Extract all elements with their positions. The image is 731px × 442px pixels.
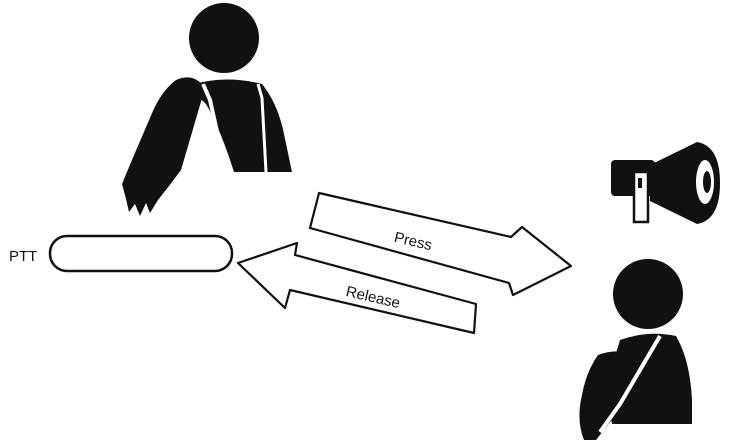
ptt-button-group: PTT (9, 234, 234, 273)
ptt-label: PTT (9, 248, 37, 265)
listener-figure (579, 259, 692, 440)
megaphone-icon (611, 142, 720, 224)
talker-arm (122, 77, 205, 216)
listener-arm (579, 338, 660, 440)
press-arrow: Press (308, 191, 573, 297)
megaphone-bracket (632, 170, 650, 224)
talker-shoulder-outline (256, 83, 268, 173)
release-arrow-shape (236, 241, 478, 335)
press-arrow-shape (308, 191, 573, 297)
megaphone-bracket-slot (638, 178, 642, 188)
listener-arm-outline (598, 334, 662, 434)
megaphone-mouth-inner (703, 171, 711, 193)
talker-head (189, 3, 259, 73)
talker-arm-outline (201, 83, 228, 173)
ptt-button[interactable] (48, 234, 234, 273)
talker-figure (122, 3, 292, 216)
listener-head (613, 259, 683, 329)
